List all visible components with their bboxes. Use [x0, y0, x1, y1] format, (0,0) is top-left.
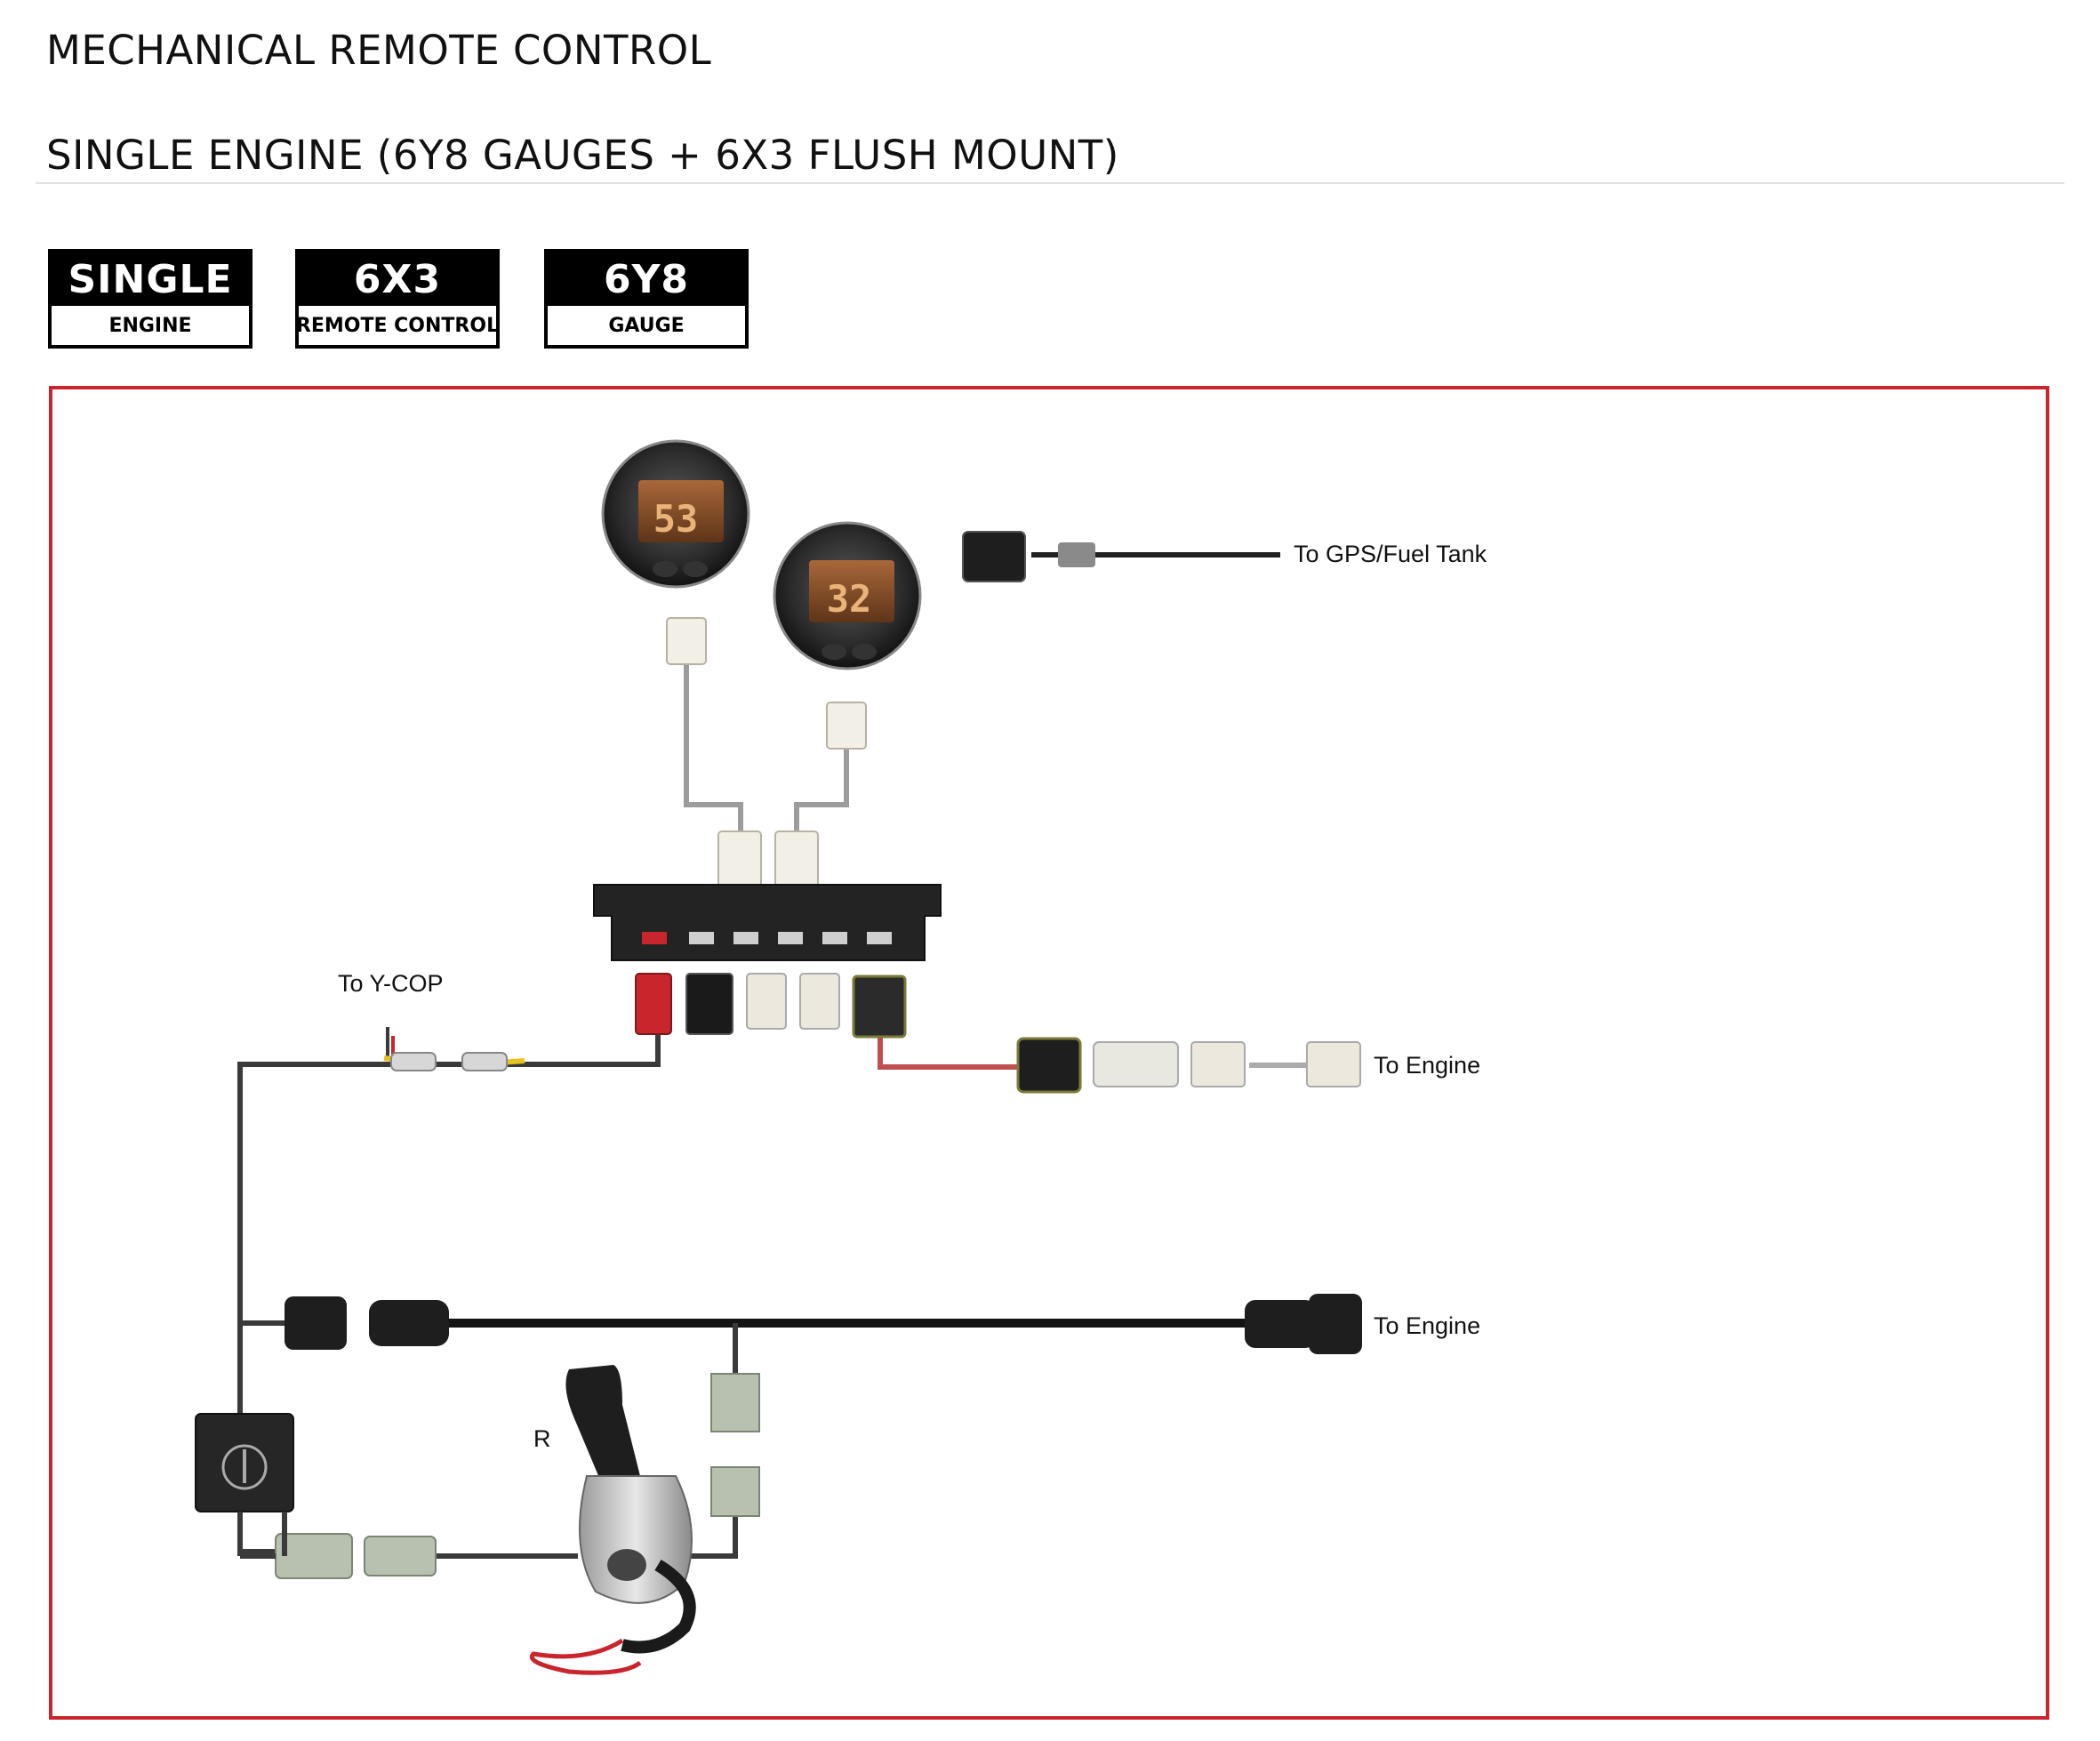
gauge-signal-wires: [684, 662, 849, 831]
remote-control-badge-caption: REMOTE CONTROL: [295, 314, 500, 337]
engine-harness-1: [878, 1036, 1307, 1070]
wiring-diagram-frame: [49, 386, 2049, 1720]
gauge-badge-value: 6Y8: [548, 253, 745, 306]
page-subtitle: SINGLE ENGINE (6Y8 GAUGES + 6X3 FLUSH MO…: [46, 132, 1119, 179]
gauge-badge: 6Y8 GAUGE: [544, 249, 749, 349]
engine-label-1: To Engine: [1374, 1052, 1480, 1079]
engine-harness-1-connectors: [1016, 1037, 1361, 1094]
gauge-connectors: [666, 617, 867, 895]
engine-label-2: To Engine: [1374, 1312, 1480, 1339]
gauge-hub: [593, 884, 942, 961]
page-title: MECHANICAL REMOTE CONTROL: [46, 27, 712, 74]
left-gauge: 53: [601, 439, 750, 589]
ycop-connectors: [390, 1052, 508, 1071]
gps-connector: [962, 531, 1095, 582]
remote-control-badge: 6X3 REMOTE CONTROL: [295, 249, 500, 349]
ycop-label: To Y-COP: [338, 970, 444, 997]
remote-control-badge-value: 6X3: [299, 253, 496, 306]
engine-badge-caption: ENGINE: [108, 314, 192, 337]
key-switch-panel: [195, 1413, 294, 1559]
gauge-badge-caption: GAUGE: [608, 314, 685, 337]
right-gauge: 32: [773, 521, 922, 670]
header-divider: [36, 182, 2064, 184]
reverse-label: R: [533, 1425, 551, 1452]
engine-harness-2: [237, 1319, 1254, 1559]
engine-harness-2-connectors: [285, 1294, 1362, 1354]
engine-badge: SINGLE ENGINE: [48, 249, 252, 349]
ycop-cable: [237, 1023, 661, 1554]
engine-badge-value: SINGLE: [52, 253, 249, 306]
hub-connectors: [635, 973, 907, 1039]
stop-switch-connectors: [275, 1373, 760, 1579]
left-gauge-reading: 53: [653, 497, 699, 541]
gps-fuel-tank-label: To GPS/Fuel Tank: [1294, 541, 1487, 567]
remote-control-lever: [529, 1365, 696, 1675]
right-gauge-reading: 32: [827, 577, 872, 621]
